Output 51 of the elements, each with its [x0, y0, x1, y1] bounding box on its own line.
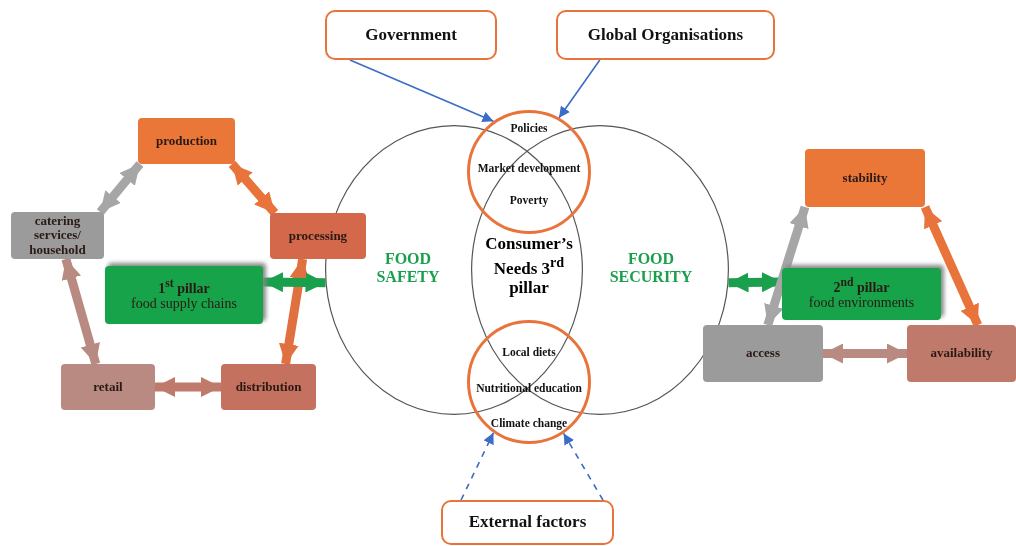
pillar-title: 2$^{nd}$ pillar [833, 277, 890, 296]
box-label: availability [930, 346, 993, 361]
topic-label: Local diets [502, 346, 556, 358]
double-arrow [823, 343, 907, 364]
arrow [349, 59, 495, 122]
double-arrow [61, 257, 101, 366]
box-label: distribution [235, 379, 302, 395]
actor-box [441, 500, 614, 545]
process-box [11, 212, 104, 259]
arrow [558, 59, 601, 119]
box-label: External factors [468, 513, 587, 532]
box-label: Global Organisations [587, 25, 744, 45]
circle-title: FOOD SECURITY [608, 250, 694, 286]
box-label: access [746, 346, 780, 361]
actor-box [556, 10, 775, 60]
circle-title: FOOD SAFETY [375, 250, 441, 286]
box-label: food supply chains [131, 296, 237, 312]
double-arrow [920, 205, 982, 327]
actor-box [325, 10, 497, 60]
process-box [221, 364, 316, 410]
process-box [805, 149, 925, 207]
box-label: retail [93, 379, 123, 395]
double-arrow [96, 161, 144, 215]
process-box [61, 364, 155, 410]
double-arrow [228, 161, 279, 216]
box-label: processing [288, 228, 348, 244]
process-box [907, 325, 1016, 382]
process-box [270, 213, 366, 259]
box-label: catering services/ household [28, 214, 87, 257]
arrow [562, 432, 604, 501]
process-box [138, 118, 235, 164]
box-label: production [155, 133, 218, 149]
box-label: Government [365, 25, 457, 45]
topic-label: Poverty [509, 194, 549, 206]
process-box [703, 325, 823, 382]
double-arrow [262, 272, 326, 293]
double-arrow [278, 258, 310, 365]
double-arrow [155, 377, 221, 397]
topic-label: Policies [510, 122, 548, 134]
center-label: Consumer’s Needs 3$^{rd}$ pillar [484, 234, 574, 298]
topic-label: Climate change [490, 417, 568, 429]
double-arrow [763, 205, 810, 327]
arrow [460, 432, 495, 501]
pillar-title: 1$^{st}$ pillar [158, 278, 210, 297]
box-label: stability [842, 170, 888, 186]
pillar-box [105, 266, 263, 324]
topic-circle [467, 320, 591, 444]
venn-circle [471, 125, 729, 415]
box-label: food environments [808, 295, 915, 311]
pillar-box [782, 268, 941, 320]
topic-circle [467, 110, 591, 234]
